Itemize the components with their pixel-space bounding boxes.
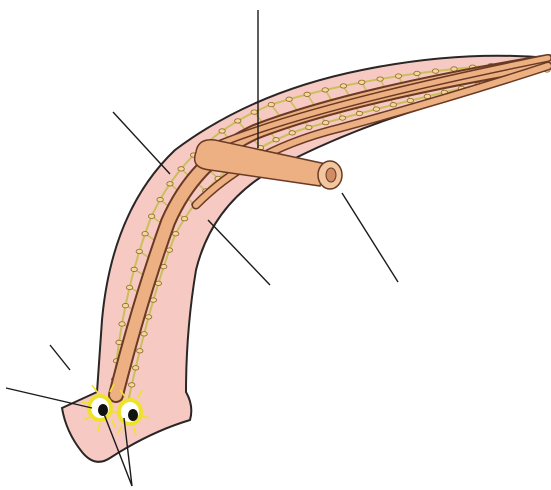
ganglion-node	[122, 303, 128, 307]
ganglion-node	[304, 92, 310, 96]
ganglion-node	[390, 103, 396, 107]
ganglion-node	[172, 232, 178, 236]
ganglion-node	[235, 119, 241, 123]
ganglion-node	[131, 267, 137, 271]
ganglion-node	[373, 107, 379, 111]
pharynx-opening-inner	[326, 168, 336, 182]
ganglion-node	[167, 182, 173, 186]
ganglion-node	[119, 322, 125, 326]
ganglion-node	[157, 197, 163, 201]
ganglion-node	[129, 383, 135, 387]
ganglion-node	[181, 217, 187, 221]
ganglion-node	[395, 74, 401, 78]
ganglion-node	[268, 102, 274, 106]
ganglion-node	[289, 131, 295, 135]
ganglion-node	[273, 138, 279, 142]
ganglion-node	[356, 111, 362, 115]
ganglion-node	[126, 285, 132, 289]
ganglion-node	[414, 71, 420, 75]
ganglion-node	[286, 97, 292, 101]
ganglion-node	[145, 315, 151, 319]
ganglion-node	[339, 116, 345, 120]
ganglion-node	[407, 98, 413, 102]
ganglion-node	[306, 125, 312, 129]
ganglion-node	[136, 249, 142, 253]
ganglion-node	[137, 349, 143, 353]
left-eye-pupil	[98, 404, 108, 416]
ganglion-node	[141, 332, 147, 336]
ganglion-node	[432, 69, 438, 73]
ganglion-node	[142, 232, 148, 236]
ganglion-node	[178, 167, 184, 171]
ganglion-node	[132, 366, 138, 370]
right-eye-pupil	[128, 409, 138, 421]
ganglion-node	[340, 84, 346, 88]
ganglion-node	[322, 120, 328, 124]
ganglion-node	[359, 80, 365, 84]
ganglion-node	[150, 298, 156, 302]
ganglion-node	[219, 129, 225, 133]
ganglion-node	[377, 77, 383, 81]
ganglion-node	[251, 110, 257, 114]
ganglion-node	[322, 88, 328, 92]
ganglion-node	[148, 214, 154, 218]
